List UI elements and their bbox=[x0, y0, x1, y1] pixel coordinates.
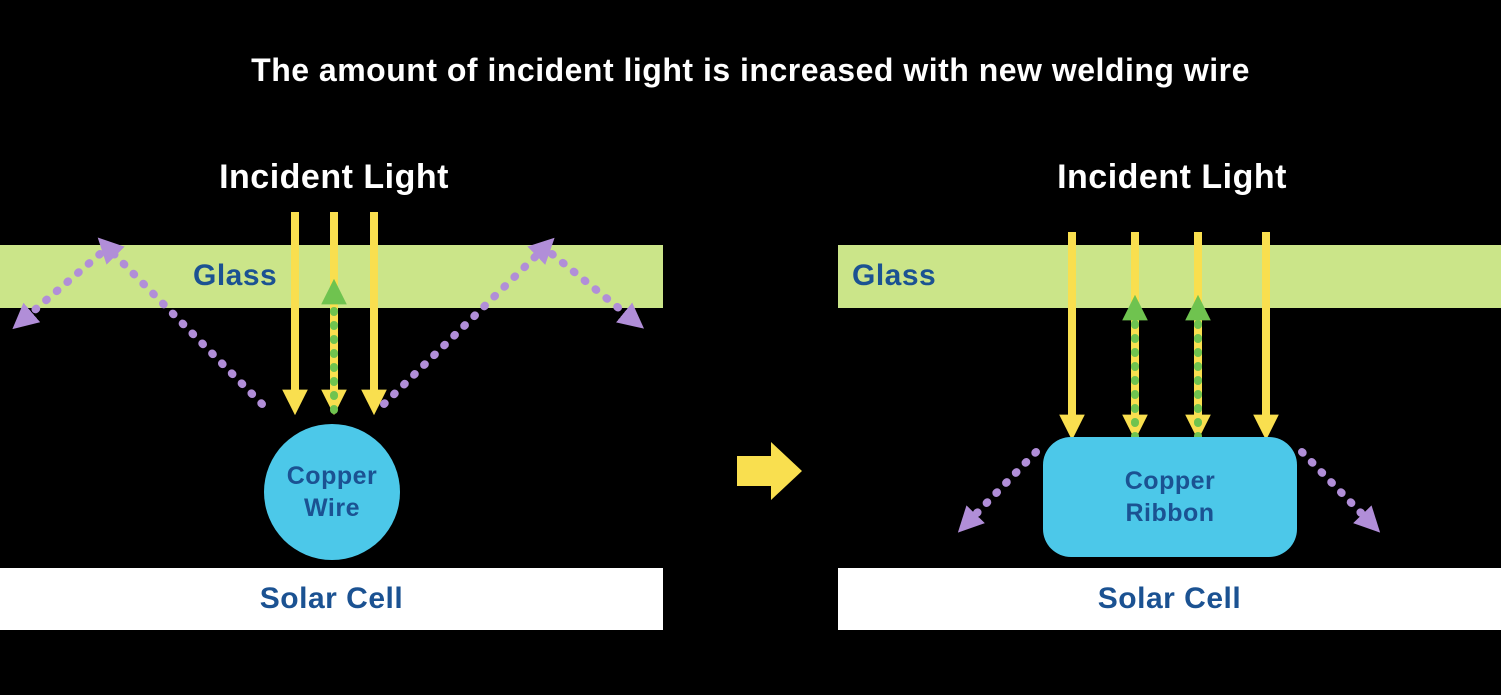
right-reflected-light-arrows bbox=[1122, 294, 1211, 441]
left-solar-cell-band: Solar Cell bbox=[0, 568, 663, 630]
right-glass-band bbox=[838, 245, 1501, 308]
diagram-title: The amount of incident light is increase… bbox=[251, 52, 1250, 88]
left-glass-label: Glass bbox=[193, 259, 278, 292]
copper-wire-shape: Copper Wire bbox=[264, 424, 400, 560]
copper-ribbon-label-line1: Copper bbox=[1124, 466, 1216, 495]
left-glass-band bbox=[0, 245, 663, 308]
copper-wire-label-line1: Copper bbox=[286, 461, 378, 490]
right-incident-light-label: Incident Light bbox=[1057, 158, 1287, 196]
copper-ribbon-shape: Copper Ribbon bbox=[1043, 437, 1297, 557]
scattered-light-arrow bbox=[1298, 448, 1381, 533]
copper-wire-label-line2: Wire bbox=[304, 494, 360, 522]
copper-ribbon-label-line2: Ribbon bbox=[1125, 499, 1215, 527]
right-solar-cell-band: Solar Cell bbox=[838, 568, 1501, 630]
left-incident-light-label: Incident Light bbox=[219, 158, 449, 196]
scattered-light-arrow bbox=[957, 448, 1040, 533]
transform-arrow-icon bbox=[737, 442, 802, 500]
right-glass-label: Glass bbox=[852, 259, 937, 292]
